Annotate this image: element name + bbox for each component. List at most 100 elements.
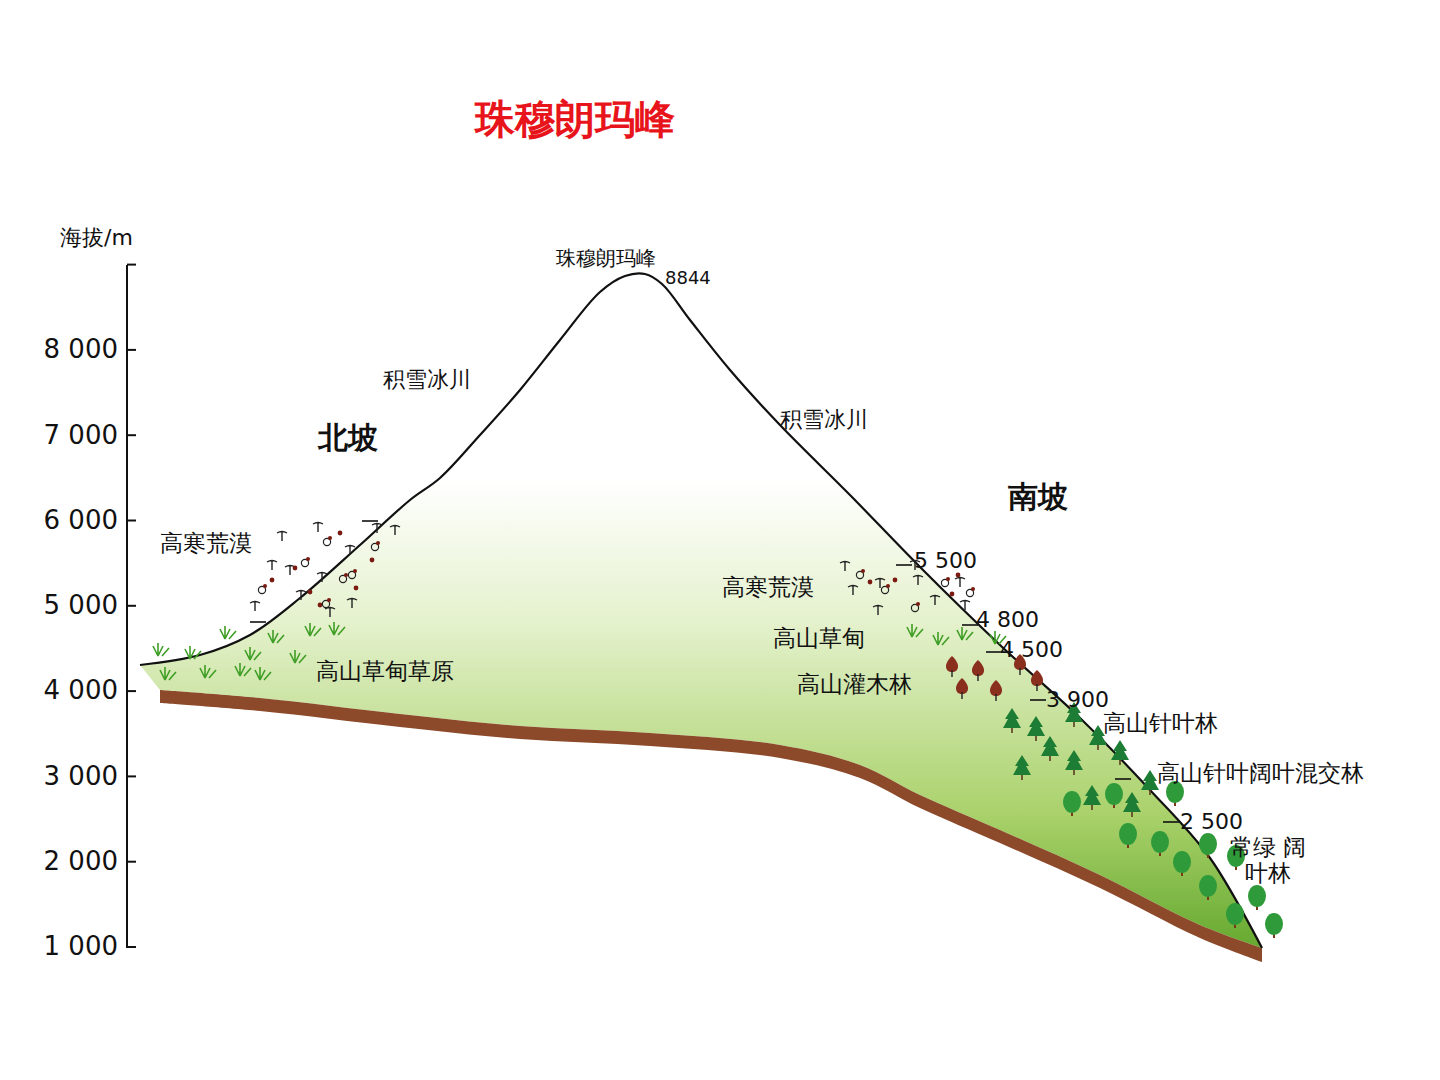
elevation-mark: 4 500 (1000, 637, 1063, 662)
desert-dot (348, 569, 357, 579)
desert-dot (322, 598, 331, 608)
conifer-symbol (1111, 740, 1129, 765)
desert-symbol (930, 596, 940, 606)
grass-symbol (153, 643, 169, 656)
shrub-symbol (972, 660, 984, 681)
grass-symbol (235, 663, 251, 676)
grass-symbol (160, 667, 176, 680)
desert-dot (301, 557, 310, 567)
axis-tick (127, 605, 136, 607)
desert-symbol (873, 606, 883, 616)
axis-value: 3 000 (44, 762, 118, 792)
zone-label: 高山草甸草原 (316, 658, 454, 684)
axis-value: 5 000 (44, 591, 118, 621)
broadleaf-symbol (1173, 851, 1191, 876)
zone-label: 高山针叶阔叶混交林 (1157, 760, 1364, 786)
desert-symbol (317, 573, 327, 583)
desert-dot (308, 590, 313, 595)
desert-dot (868, 580, 873, 585)
axis-value: 4 000 (44, 676, 118, 706)
desert-dot (881, 584, 890, 594)
zone-label: 积雪冰川 (383, 367, 471, 392)
grass-symbol (933, 632, 949, 645)
mountain-fill (140, 273, 1262, 948)
conifer-symbol (1083, 785, 1101, 810)
peak-name: 珠穆朗玛峰 (556, 247, 656, 270)
grass-symbol (255, 667, 271, 680)
axis-value: 8 000 (44, 335, 118, 365)
desert-symbol (840, 562, 850, 572)
desert-dot (270, 578, 275, 583)
desert-dot (370, 558, 375, 563)
axis-tick (127, 349, 136, 351)
broadleaf-symbol (1151, 831, 1169, 856)
broadleaf-symbol (1248, 885, 1266, 910)
shrub-symbol (956, 678, 968, 699)
diagram-title: 珠穆朗玛峰 (475, 92, 675, 147)
broadleaf-symbol (1105, 783, 1123, 808)
mountain-outline (140, 273, 1262, 948)
desert-symbol (267, 561, 277, 571)
conifer-symbol (1065, 750, 1083, 775)
desert-symbol (313, 523, 323, 533)
axis-tick (127, 946, 136, 948)
zone-label: 高寒荒漠 (722, 574, 814, 600)
grass-symbol (220, 626, 236, 639)
elevation-mark: 3 900 (1046, 687, 1109, 712)
desert-symbol (372, 524, 382, 534)
zone-label: 高山灌木林 (797, 671, 912, 697)
conifer-symbol (1003, 708, 1021, 733)
grass-symbol (907, 624, 923, 637)
desert-dot (338, 531, 343, 536)
axis-value: 1 000 (44, 932, 118, 962)
grass-symbol (329, 622, 345, 635)
slope-tick (1163, 821, 1179, 823)
desert-dot (950, 592, 955, 597)
desert-dot (966, 587, 975, 597)
desert-symbol (250, 602, 260, 612)
desert-symbol (347, 599, 357, 609)
elevation-mark: 4 800 (976, 607, 1039, 632)
slope-tick (1030, 699, 1046, 701)
broadleaf-symbol (1199, 875, 1217, 900)
zone-label: 常绿 阔叶林 (1226, 834, 1310, 887)
zone-label: 积雪冰川 (780, 407, 868, 432)
conifer-symbol (1141, 770, 1159, 795)
slope-tick (986, 651, 1002, 653)
desert-dot (911, 602, 920, 612)
elevation-mark: 5 500 (914, 548, 977, 573)
slope-tick (962, 624, 978, 626)
desert-dot (856, 569, 865, 579)
desert-symbol (296, 591, 306, 601)
desert-dot (354, 586, 359, 591)
axis-tick (127, 690, 136, 692)
broadleaf-symbol (1265, 913, 1283, 938)
zone-label: 高寒荒漠 (160, 530, 252, 556)
broadleaf-symbol (1226, 903, 1244, 928)
desert-symbol (848, 586, 858, 596)
desert-dot (339, 573, 348, 583)
conifer-symbol (1027, 716, 1045, 741)
desert-symbol (325, 608, 335, 618)
peak-height: 8844 (665, 268, 711, 289)
grass-symbol (957, 627, 973, 640)
conifer-symbol (1123, 792, 1141, 817)
axis-value: 2 000 (44, 847, 118, 877)
slope-tick (250, 621, 266, 623)
slope-tick (896, 564, 912, 566)
broadleaf-symbol (1063, 791, 1081, 816)
axis-value: 7 000 (44, 421, 118, 451)
grass-symbol (245, 647, 261, 660)
grass-symbol (185, 646, 201, 659)
broadleaf-symbol (1119, 823, 1137, 848)
axis-tick (127, 520, 136, 522)
desert-symbol (913, 576, 923, 586)
desert-symbol (345, 546, 355, 556)
axis-title: 海拔/m (60, 225, 133, 250)
axis-tick (127, 775, 136, 777)
grass-symbol (305, 623, 321, 636)
grass-symbol (268, 630, 284, 643)
desert-symbol (960, 601, 970, 611)
axis-tick (127, 434, 136, 436)
slope-name: 南坡 (1008, 480, 1068, 515)
